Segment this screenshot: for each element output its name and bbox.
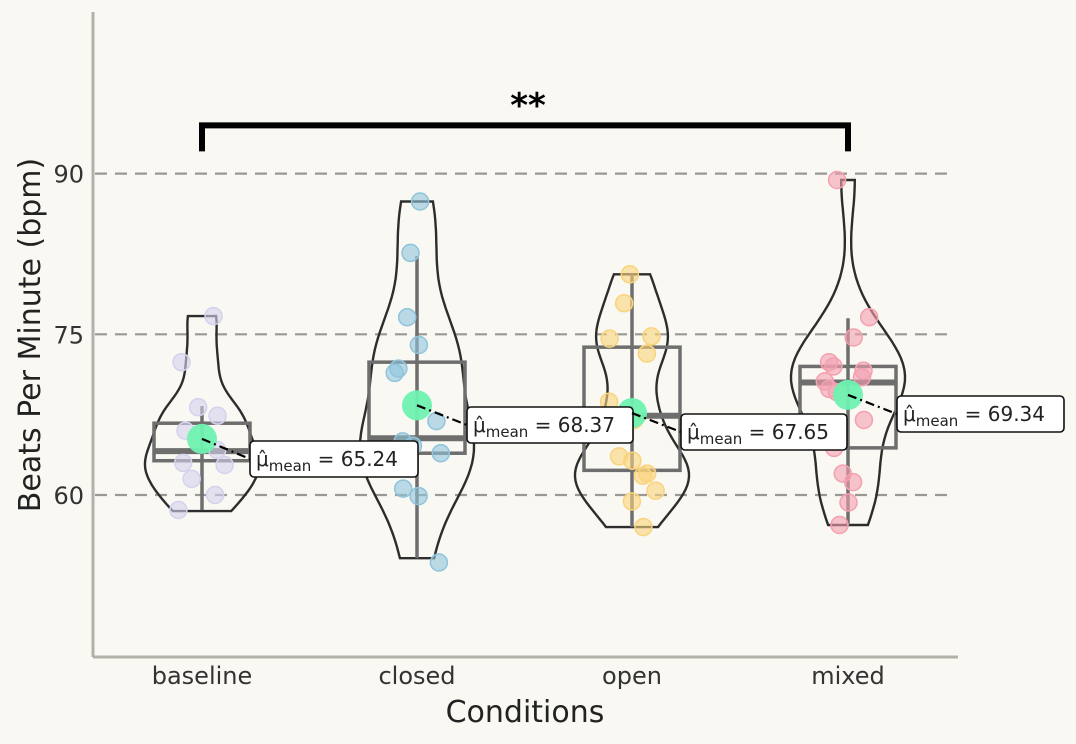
data-point xyxy=(637,344,657,363)
data-point xyxy=(410,192,430,211)
data-point xyxy=(646,481,665,500)
data-point xyxy=(843,472,863,492)
significance-bracket-line xyxy=(199,122,851,152)
y-tick-label: 90 xyxy=(53,161,84,189)
x-tick-label: closed xyxy=(378,662,455,690)
data-point xyxy=(409,486,428,506)
data-point xyxy=(188,397,208,417)
data-point xyxy=(385,363,404,383)
mean-label-text: μ̂mean = 68.37 xyxy=(473,413,615,441)
mean-label-text: μ̂mean = 69.34 xyxy=(903,402,1045,430)
data-point xyxy=(824,357,843,376)
data-point xyxy=(204,306,223,326)
data-point xyxy=(844,328,863,347)
mean-label-box xyxy=(680,413,848,451)
data-point xyxy=(169,500,188,520)
data-point xyxy=(634,517,653,537)
mean-label-text: μ̂mean = 67.65 xyxy=(687,420,829,448)
mean-label: μ̂mean = 67.65 xyxy=(680,413,848,451)
x-axis-title: Conditions xyxy=(446,695,605,730)
y-tick-label: 60 xyxy=(53,482,84,510)
data-point xyxy=(401,243,420,263)
significance-label: ** xyxy=(510,86,546,126)
data-point xyxy=(633,466,653,485)
data-point xyxy=(859,307,879,327)
mean-label: μ̂mean = 69.34 xyxy=(896,395,1065,433)
axes xyxy=(91,12,958,659)
data-point xyxy=(827,170,847,190)
x-tick-label: mixed xyxy=(811,662,885,690)
box xyxy=(152,421,252,463)
significance-bracket: ** xyxy=(199,86,851,152)
data-point xyxy=(854,410,874,430)
data-point xyxy=(623,451,642,470)
mean-label-box xyxy=(249,440,419,478)
data-point xyxy=(620,265,640,284)
mean-leader xyxy=(631,412,682,434)
data-point xyxy=(393,479,413,498)
mean-label-box xyxy=(466,406,634,444)
violin-group xyxy=(358,192,476,572)
data-point xyxy=(830,515,849,535)
data-point xyxy=(172,352,191,372)
violin-group xyxy=(143,306,261,520)
violin-outline xyxy=(573,273,691,529)
mean-leader xyxy=(847,393,898,416)
mean-leader xyxy=(201,437,251,461)
mean-labels: μ̂mean = 65.24 μ̂mean = 68.37 μ̂mean = 67.… xyxy=(201,393,1065,478)
mean-leader xyxy=(416,404,468,427)
data-point xyxy=(622,492,642,511)
data-point xyxy=(852,367,872,387)
grid-lines xyxy=(95,172,950,497)
y-axis-title: Beats Per Minute (bpm) xyxy=(13,158,48,512)
mean-label-text: μ̂mean = 65.24 xyxy=(256,447,398,475)
data-point xyxy=(614,293,634,313)
violin-group xyxy=(789,170,907,535)
tick-labels: 60 75 90 baseline closed open mixed xyxy=(53,161,884,690)
x-tick-label: baseline xyxy=(152,662,253,690)
y-tick-label: 75 xyxy=(53,321,84,349)
data-point xyxy=(409,335,429,355)
data-point xyxy=(182,469,201,489)
data-point xyxy=(431,443,451,463)
data-point xyxy=(600,329,619,348)
data-point xyxy=(642,327,661,346)
violin-group xyxy=(573,265,691,537)
data-point xyxy=(839,493,858,512)
mean-label-box xyxy=(896,395,1065,433)
data-point xyxy=(397,307,417,327)
data-point xyxy=(208,406,227,425)
plot-area xyxy=(143,170,907,572)
data-point xyxy=(173,453,193,473)
x-tick-label: open xyxy=(602,662,662,690)
data-point xyxy=(205,485,225,505)
box xyxy=(798,364,898,450)
mean-label: μ̂mean = 65.24 xyxy=(249,440,419,478)
mean-label: μ̂mean = 68.37 xyxy=(466,406,634,444)
data-point xyxy=(215,455,234,475)
data-point xyxy=(429,553,449,572)
